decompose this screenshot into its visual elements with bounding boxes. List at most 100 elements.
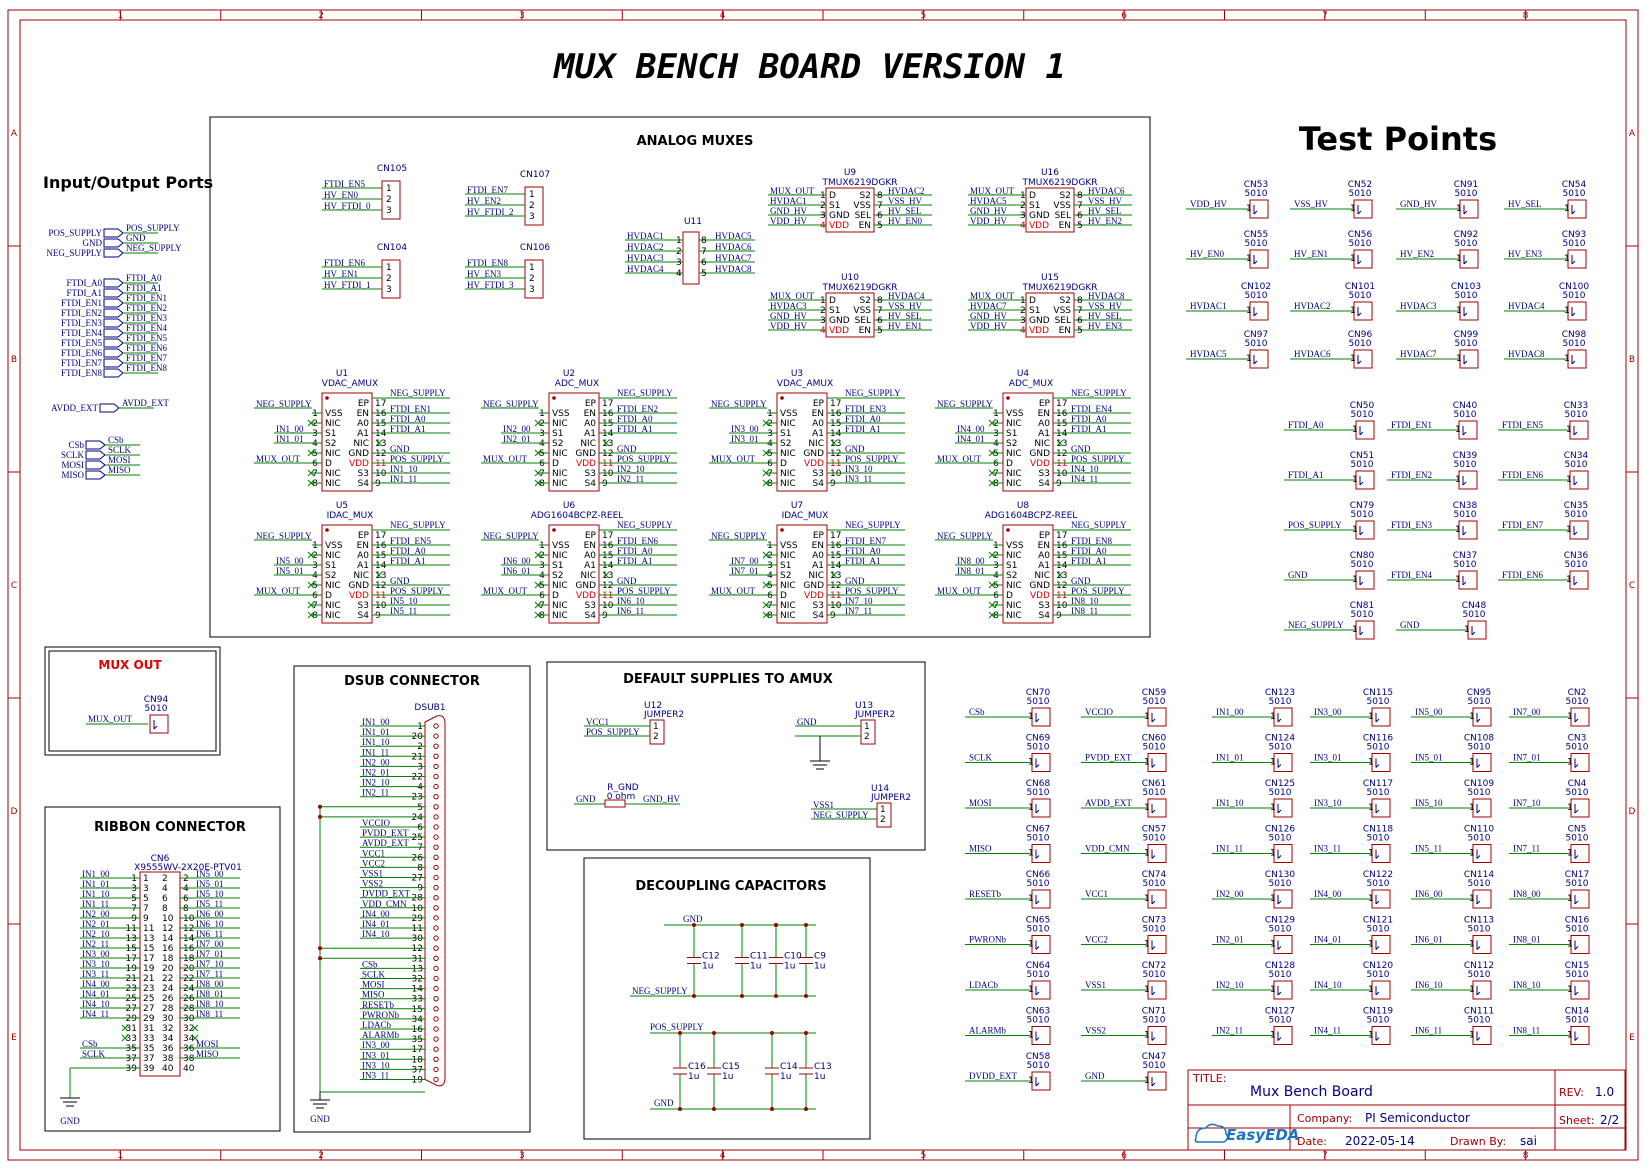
tp-body xyxy=(1458,470,1478,490)
tp-pin: 1 xyxy=(1567,849,1573,859)
mux-net: IN4_00 xyxy=(957,424,985,434)
dsub-net: IN3_11 xyxy=(362,1071,389,1081)
ribbon-pin-num: 31 xyxy=(126,1024,137,1034)
ribbon-pin-num: 16 xyxy=(183,944,195,954)
no-connect-mark xyxy=(988,601,996,609)
tp-body xyxy=(1570,844,1590,863)
mux-net: FTDI_EN7 xyxy=(845,536,886,546)
mux-net: FTDI_A1 xyxy=(845,424,881,434)
tp-net: IN5_01 xyxy=(1415,753,1443,763)
ribbon-pin-num: 26 xyxy=(183,994,195,1004)
mux-pin-name: NIC xyxy=(1006,419,1022,429)
ribbon-body xyxy=(139,871,181,1077)
dsub-pin-num: 6 xyxy=(417,823,423,833)
tp-symbol xyxy=(1476,986,1481,996)
junction-dot xyxy=(804,923,808,927)
ribbon-pin-num: 13 xyxy=(126,934,137,944)
dsub-net: IN4_10 xyxy=(362,929,390,939)
tmux-pin-name: S2 xyxy=(1060,191,1071,201)
tp-value: 5010 xyxy=(1367,925,1390,935)
tp-net: GND xyxy=(1400,620,1420,630)
tp-value: 5010 xyxy=(1027,925,1050,935)
jumper-ref: U12 xyxy=(644,701,662,711)
tp-ref: CN63 xyxy=(1026,1007,1050,1017)
tp-body xyxy=(1570,798,1590,818)
ribbon-pin-num: 4 xyxy=(183,884,189,894)
mux-pin-name: S3 xyxy=(813,601,824,611)
ftdi-port-label: FTDI_EN6 xyxy=(61,348,102,358)
tmux-pin-name: SEL xyxy=(1055,211,1071,221)
tp-symbol xyxy=(1375,1031,1380,1041)
tp-ref: CN53 xyxy=(1244,180,1268,190)
tp-pin: 1 xyxy=(1350,306,1356,316)
mux-pin-num: 5 xyxy=(539,449,545,459)
mux-pin-name: A0 xyxy=(1038,419,1050,429)
mux-pin-num: 7 xyxy=(539,601,545,611)
ribbon-pin-num: 17 xyxy=(126,954,137,964)
mux-ref: U1 xyxy=(336,369,348,379)
tp-net: RESETb xyxy=(969,889,1002,899)
tp-body xyxy=(1147,1071,1167,1091)
mux-pin-num: 17 xyxy=(830,531,841,541)
tp-pin: 1 xyxy=(1469,1031,1475,1041)
tp-net: VCC2 xyxy=(1085,935,1108,945)
mux-pin-num: 8 xyxy=(767,611,773,621)
mux-net: FTDI_EN2 xyxy=(617,404,658,414)
mux-net: NEG_SUPPLY xyxy=(711,399,767,409)
ribbon-pin-num: 14 xyxy=(183,934,195,944)
tmux-net: MUX_OUT xyxy=(970,291,1015,301)
tp-ref: CN92 xyxy=(1454,230,1478,240)
jumper-part: JUMPER2 xyxy=(870,793,911,803)
ribbon-net: MISO xyxy=(196,1049,219,1059)
mux-pin-num: 4 xyxy=(993,439,999,449)
mux-part: ADC_MUX xyxy=(555,379,599,389)
tp-net: VCC1 xyxy=(1085,889,1108,899)
mux-pin-num: 13 xyxy=(1056,439,1067,449)
border-row-label: A xyxy=(1629,129,1636,139)
tp-net: ALARMb xyxy=(969,1026,1007,1036)
no-connect-mark xyxy=(602,571,610,579)
tp-value: 5010 xyxy=(1367,879,1390,889)
tp-value: 5010 xyxy=(1349,339,1372,349)
mux-pin-num: 11 xyxy=(830,591,841,601)
tp-net: IN6_00 xyxy=(1415,889,1443,899)
ribbon-pin-num: 15 xyxy=(143,944,154,954)
resistor-value: 0 ohm xyxy=(607,792,636,802)
ribbon-pin-num: 15 xyxy=(126,944,137,954)
dsub-pin-num: 7 xyxy=(417,843,423,853)
spi-port-flag xyxy=(85,450,106,460)
rev-label: REV: xyxy=(1559,1086,1584,1099)
tp-net: IN4_00 xyxy=(1314,889,1342,899)
mux-net: IN1_11 xyxy=(390,474,417,484)
mux-pin-num: 14 xyxy=(375,561,387,571)
tp-value: 5010 xyxy=(1143,1016,1166,1026)
ribbon-pin-num: 6 xyxy=(183,894,189,904)
tp-symbol xyxy=(1574,713,1579,723)
dsub-pin-hole xyxy=(433,996,439,1002)
tmux-net: HVDAC3 xyxy=(770,301,807,311)
tp-pin: 1 xyxy=(1350,354,1356,364)
mux-net: FTDI_EN6 xyxy=(617,536,658,546)
tp-symbol xyxy=(1375,986,1380,996)
tp-net: IN3_00 xyxy=(1314,707,1342,717)
mux-ref: U7 xyxy=(791,501,803,511)
mux-pin-name: NIC xyxy=(552,551,568,561)
ftdi-port-label: FTDI_EN8 xyxy=(61,368,102,378)
pin1-dot xyxy=(552,528,556,532)
mux-pin-name: A1 xyxy=(1038,429,1050,439)
tp-pin: 1 xyxy=(1564,306,1570,316)
tp-body xyxy=(1273,707,1293,727)
decap-net: NEG_SUPPLY xyxy=(632,986,688,996)
tp-value: 5010 xyxy=(1566,743,1589,753)
mux-part: ADG1604BCPZ-REEL xyxy=(985,511,1078,521)
tp-value: 5010 xyxy=(1143,925,1166,935)
tp-body xyxy=(1567,199,1587,219)
ribbon-net: IN1_11 xyxy=(82,899,109,909)
ribbon-pin-num: 3 xyxy=(131,884,137,894)
jumper-part: JUMPER2 xyxy=(643,710,684,720)
header-net: HV_FTDI_2 xyxy=(467,207,514,217)
tp-symbol xyxy=(1151,895,1156,905)
mux-pin-num: 7 xyxy=(767,601,773,611)
dsub-pin-hole xyxy=(433,884,439,891)
mux-pin-num: 8 xyxy=(312,611,318,621)
